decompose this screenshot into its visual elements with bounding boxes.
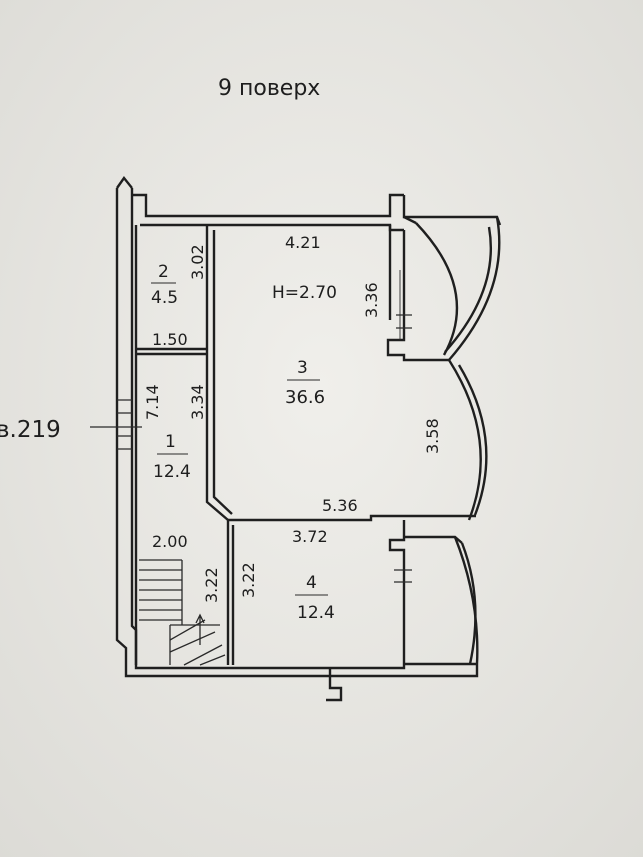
apartment-reference: в.219 [0,417,61,443]
room-number: 4 [306,573,317,593]
dimension-room1-height-b: 3.34 [188,384,207,420]
room-number: 1 [165,432,176,452]
room-area: 4.5 [151,288,178,308]
dimension-room3-right-upper: 3.36 [362,282,381,318]
balconies [404,216,501,666]
room-area: 36.6 [285,387,325,408]
dimension-stair-height-b: 3.22 [239,562,258,598]
dimension-room3-bay: 3.58 [423,418,442,454]
room-number: 3 [297,358,308,378]
floor-label: 9 поверх [218,76,320,101]
ceiling-height-label: H=2.70 [272,283,337,303]
dimension-stair-height-a: 3.22 [202,567,221,603]
dimension-room2-height: 3.02 [188,244,207,280]
room-3-label: 3 36.6 [285,358,325,408]
room-1-label: 1 12.4 [153,432,191,482]
dimension-room2-width: 1.50 [152,330,188,349]
room-area: 12.4 [153,462,191,482]
room-2-label: 2 4.5 [151,262,178,308]
room-4-label: 4 12.4 [295,573,335,623]
room-area: 12.4 [297,603,335,623]
dimension-room4-top: 3.72 [292,527,328,546]
dimension-stair-width: 2.00 [152,532,188,551]
dimension-room3-top: 4.21 [285,233,321,252]
room-number: 2 [158,262,169,282]
walls [115,175,502,702]
dimension-room3-bottom: 5.36 [322,496,358,515]
openings [117,270,412,583]
staircase [139,559,226,666]
dimension-room1-height-a: 7.14 [143,384,162,420]
